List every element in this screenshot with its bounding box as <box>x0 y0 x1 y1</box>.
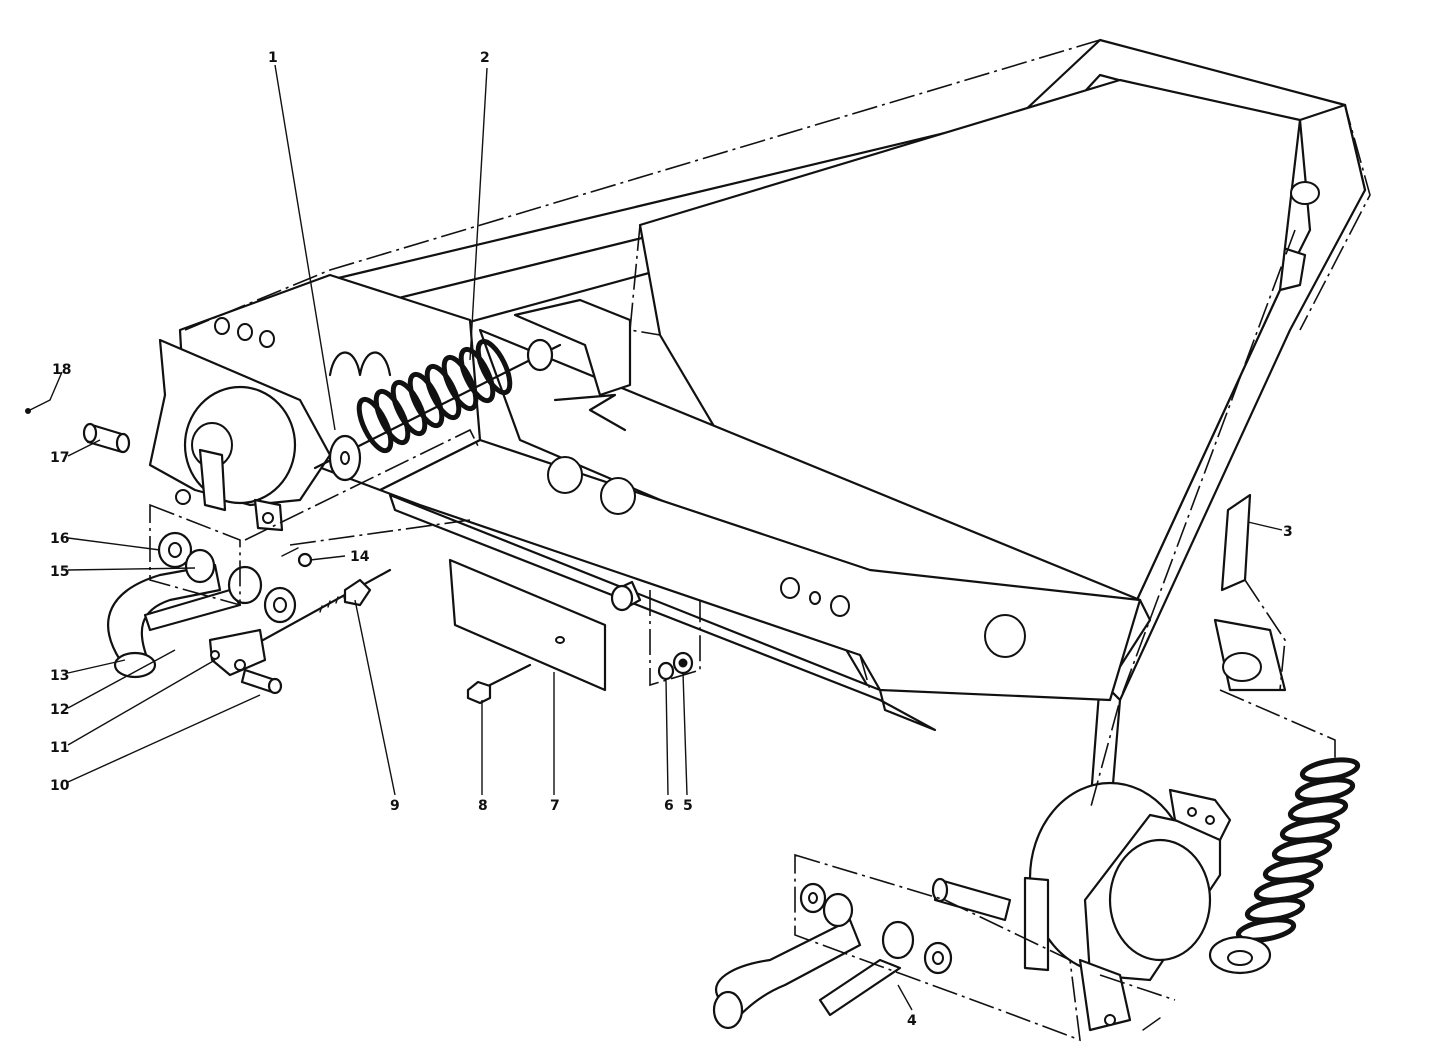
right-spindle-arm <box>712 882 953 1030</box>
chassis-frame <box>178 38 1367 822</box>
right-spindle-housing <box>1023 781 1232 1032</box>
washer-small <box>657 661 675 681</box>
callout-18: 18 <box>52 362 71 378</box>
spacer-bushing <box>610 580 642 612</box>
callout-6: 6 <box>664 798 674 814</box>
callout-12: 12 <box>50 702 69 718</box>
left-spindle-housing <box>148 338 332 532</box>
cotter-pin-18 <box>25 399 51 414</box>
spindle-washer-a <box>227 565 263 605</box>
coil-spring-upper <box>356 338 513 454</box>
frame-tag <box>1220 493 1252 592</box>
clevis-pin <box>240 668 283 695</box>
adjusting-bolt <box>243 568 392 652</box>
callout-4: 4 <box>907 1013 917 1029</box>
callout-16: 16 <box>50 531 69 547</box>
callouts: 1 2 3 4 5 6 7 8 9 10 11 12 13 14 15 16 1… <box>50 50 1293 1029</box>
right-king-pin <box>931 877 1012 922</box>
callout-11: 11 <box>50 740 69 756</box>
leader-lines <box>49 64 1283 1011</box>
king-pin <box>82 422 131 454</box>
callout-1: 1 <box>268 50 278 66</box>
rod-anchor-block <box>513 298 632 397</box>
callout-8: 8 <box>478 798 488 814</box>
frame-holes <box>214 181 1320 878</box>
callout-15: 15 <box>50 564 69 580</box>
spring-cup <box>1208 935 1272 975</box>
callout-2: 2 <box>480 50 490 66</box>
zigzag-bracket-right <box>553 393 627 432</box>
coil-spring-right <box>1235 757 1361 943</box>
zigzag-bracket <box>328 351 392 377</box>
rubber-plate <box>448 558 607 692</box>
torsion-rod-spring <box>313 338 562 482</box>
bushing-left <box>184 548 216 584</box>
callout-13: 13 <box>50 668 69 684</box>
callout-17: 17 <box>50 450 69 466</box>
callout-7: 7 <box>550 798 560 814</box>
callout-10: 10 <box>50 778 70 794</box>
callout-14: 14 <box>350 549 370 565</box>
callout-9: 9 <box>390 798 400 814</box>
hex-bolt <box>466 663 532 705</box>
callout-5: 5 <box>683 798 693 814</box>
cotter-pin-right <box>1142 1017 1161 1031</box>
assembly-lines <box>149 39 1371 1042</box>
cotter-pin-upper <box>281 547 313 568</box>
callout-3: 3 <box>1283 524 1293 540</box>
